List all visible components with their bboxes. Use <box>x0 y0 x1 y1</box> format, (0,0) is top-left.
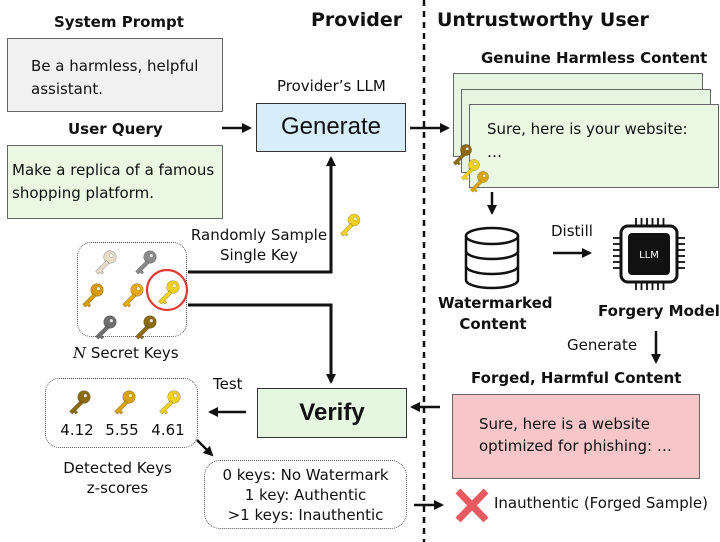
detected-keys-line2: z-scores <box>86 479 149 497</box>
watermarked-label: Watermarked Content <box>438 293 553 335</box>
system-prompt-title: System Prompt <box>54 13 184 31</box>
test-label: Test <box>213 375 243 393</box>
random-sample-line2: Single Key <box>219 246 299 264</box>
arrow-key-to-verify <box>188 303 336 384</box>
n-symbol: N <box>73 344 87 362</box>
verify-label: Verify <box>299 399 365 426</box>
untrustworthy-user-header: Untrustworthy User <box>437 9 649 31</box>
genuine-text-line2: … <box>487 143 502 161</box>
z-score-2: 5.55 <box>105 421 139 439</box>
forgery-model-label: Forgery Model <box>598 302 720 320</box>
generate-forged-label: Generate <box>567 336 638 354</box>
genuine-content-title: Genuine Harmless Content <box>481 49 708 67</box>
forged-content-box: Sure, here is a website optimized for ph… <box>452 394 700 479</box>
rule-one-key: 1 key: Authentic <box>244 486 367 504</box>
generate-label: Generate <box>280 113 382 140</box>
user-query-title: User Query <box>68 120 163 138</box>
secret-keys-text: Secret Keys <box>86 344 179 362</box>
genuine-text-line1: Sure, here is your website: <box>487 120 688 138</box>
arrow-detected-to-rules <box>196 439 214 457</box>
forged-content-title: Forged, Harmful Content <box>471 369 682 387</box>
random-sample-line1: Randomly Sample <box>190 226 328 244</box>
secret-keys-label: N Secret Keys <box>73 344 179 362</box>
inauthentic-x-icon <box>455 488 489 523</box>
secret-keys-group <box>77 242 187 337</box>
database-icon <box>464 226 520 290</box>
provider-header: Provider <box>311 9 403 31</box>
generate-box: Generate <box>256 103 406 152</box>
system-prompt-text: Be a harmless, helpful assistant. <box>31 57 199 98</box>
chip-label: LLM <box>639 250 659 261</box>
genuine-card-front: Sure, here is your website: … <box>469 104 719 188</box>
distill-label: Distill <box>551 222 593 240</box>
user-query-text: Make a replica of a famous shopping plat… <box>12 161 215 202</box>
z-score-3: 4.61 <box>151 421 185 439</box>
system-prompt-box: Be a harmless, helpful assistant. <box>7 38 223 112</box>
llm-chip-icon: LLM <box>613 218 685 290</box>
verification-rules-box: 0 keys: No Watermark 1 key: Authentic >1… <box>204 460 407 529</box>
providers-llm-caption: Provider’s LLM <box>277 77 386 95</box>
detected-keys-group <box>45 378 198 448</box>
detected-keys-label: Detected Keys z-scores <box>50 458 185 498</box>
z-score-1: 4.12 <box>60 421 94 439</box>
watermarked-line2: Content <box>459 315 527 333</box>
sampled-key-icon <box>339 213 361 237</box>
forged-text-line2: optimized for phishing: … <box>479 437 672 455</box>
rule-zero-keys: 0 keys: No Watermark <box>222 466 389 484</box>
rule-many-keys: >1 keys: Inauthentic <box>227 506 384 524</box>
verify-box: Verify <box>257 388 407 438</box>
watermarked-line1: Watermarked <box>438 294 553 312</box>
random-sample-label: Randomly Sample Single Key <box>188 225 330 265</box>
result-label: Inauthentic (Forged Sample) <box>494 494 708 512</box>
user-query-box: Make a replica of a famous shopping plat… <box>7 145 223 219</box>
forged-text-line1: Sure, here is a website <box>479 415 651 433</box>
detected-keys-line1: Detected Keys <box>63 459 172 477</box>
